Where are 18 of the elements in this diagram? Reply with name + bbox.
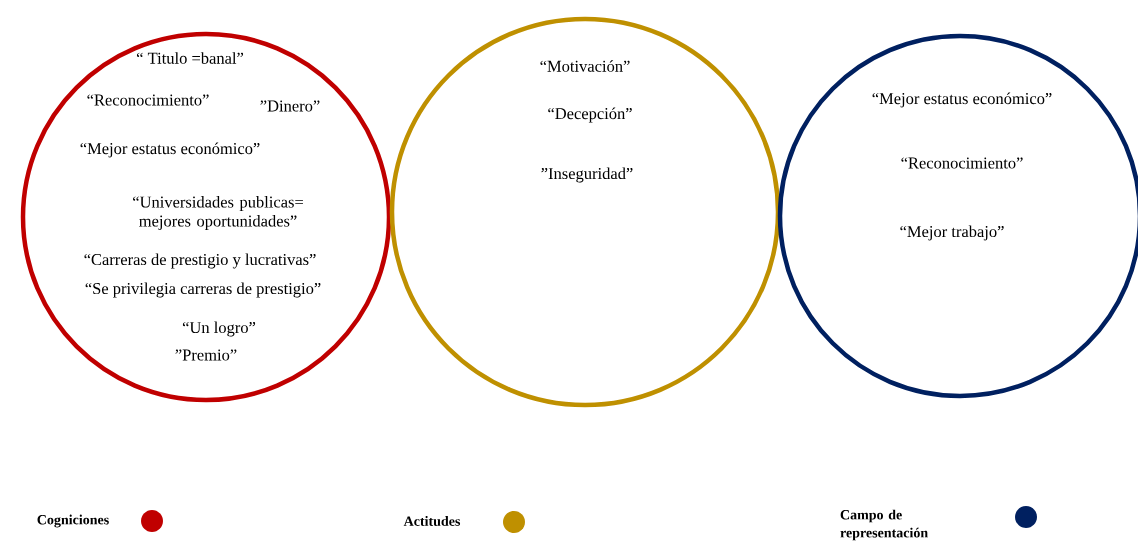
- quote-text: “Motivación”: [540, 60, 630, 72]
- quote-text: “Carreras de prestigio y lucrativas”: [84, 253, 316, 269]
- quote-text: “Reconocimiento”: [901, 157, 1023, 169]
- quote-text: “Mejor estatus económico”: [80, 142, 260, 158]
- quote-text: “Un logro”: [182, 321, 256, 337]
- quote-text: “Decepción”: [548, 107, 632, 123]
- quote-text: “Mejor trabajo”: [900, 225, 1004, 241]
- quote-text: “Universidades publicas= mejores oportunidades”: [133, 196, 303, 230]
- quote-text: “ Titulo =banal”: [136, 52, 244, 64]
- legend-label: Actitudes: [403, 516, 461, 526]
- quote-text: “Se privilegia carreras de prestigio”: [85, 282, 321, 298]
- quote-text: ”Dinero”: [260, 100, 320, 112]
- quote-text: “Mejor estatus económico”: [872, 92, 1052, 108]
- quote-text: ”Premio”: [175, 349, 237, 361]
- legend-label: Cogniciones: [37, 514, 109, 528]
- quote-text: “Reconocimiento”: [87, 94, 209, 106]
- quote-text: ”Inseguridad”: [541, 167, 633, 183]
- legend-label: Campo de representación: [840, 509, 928, 541]
